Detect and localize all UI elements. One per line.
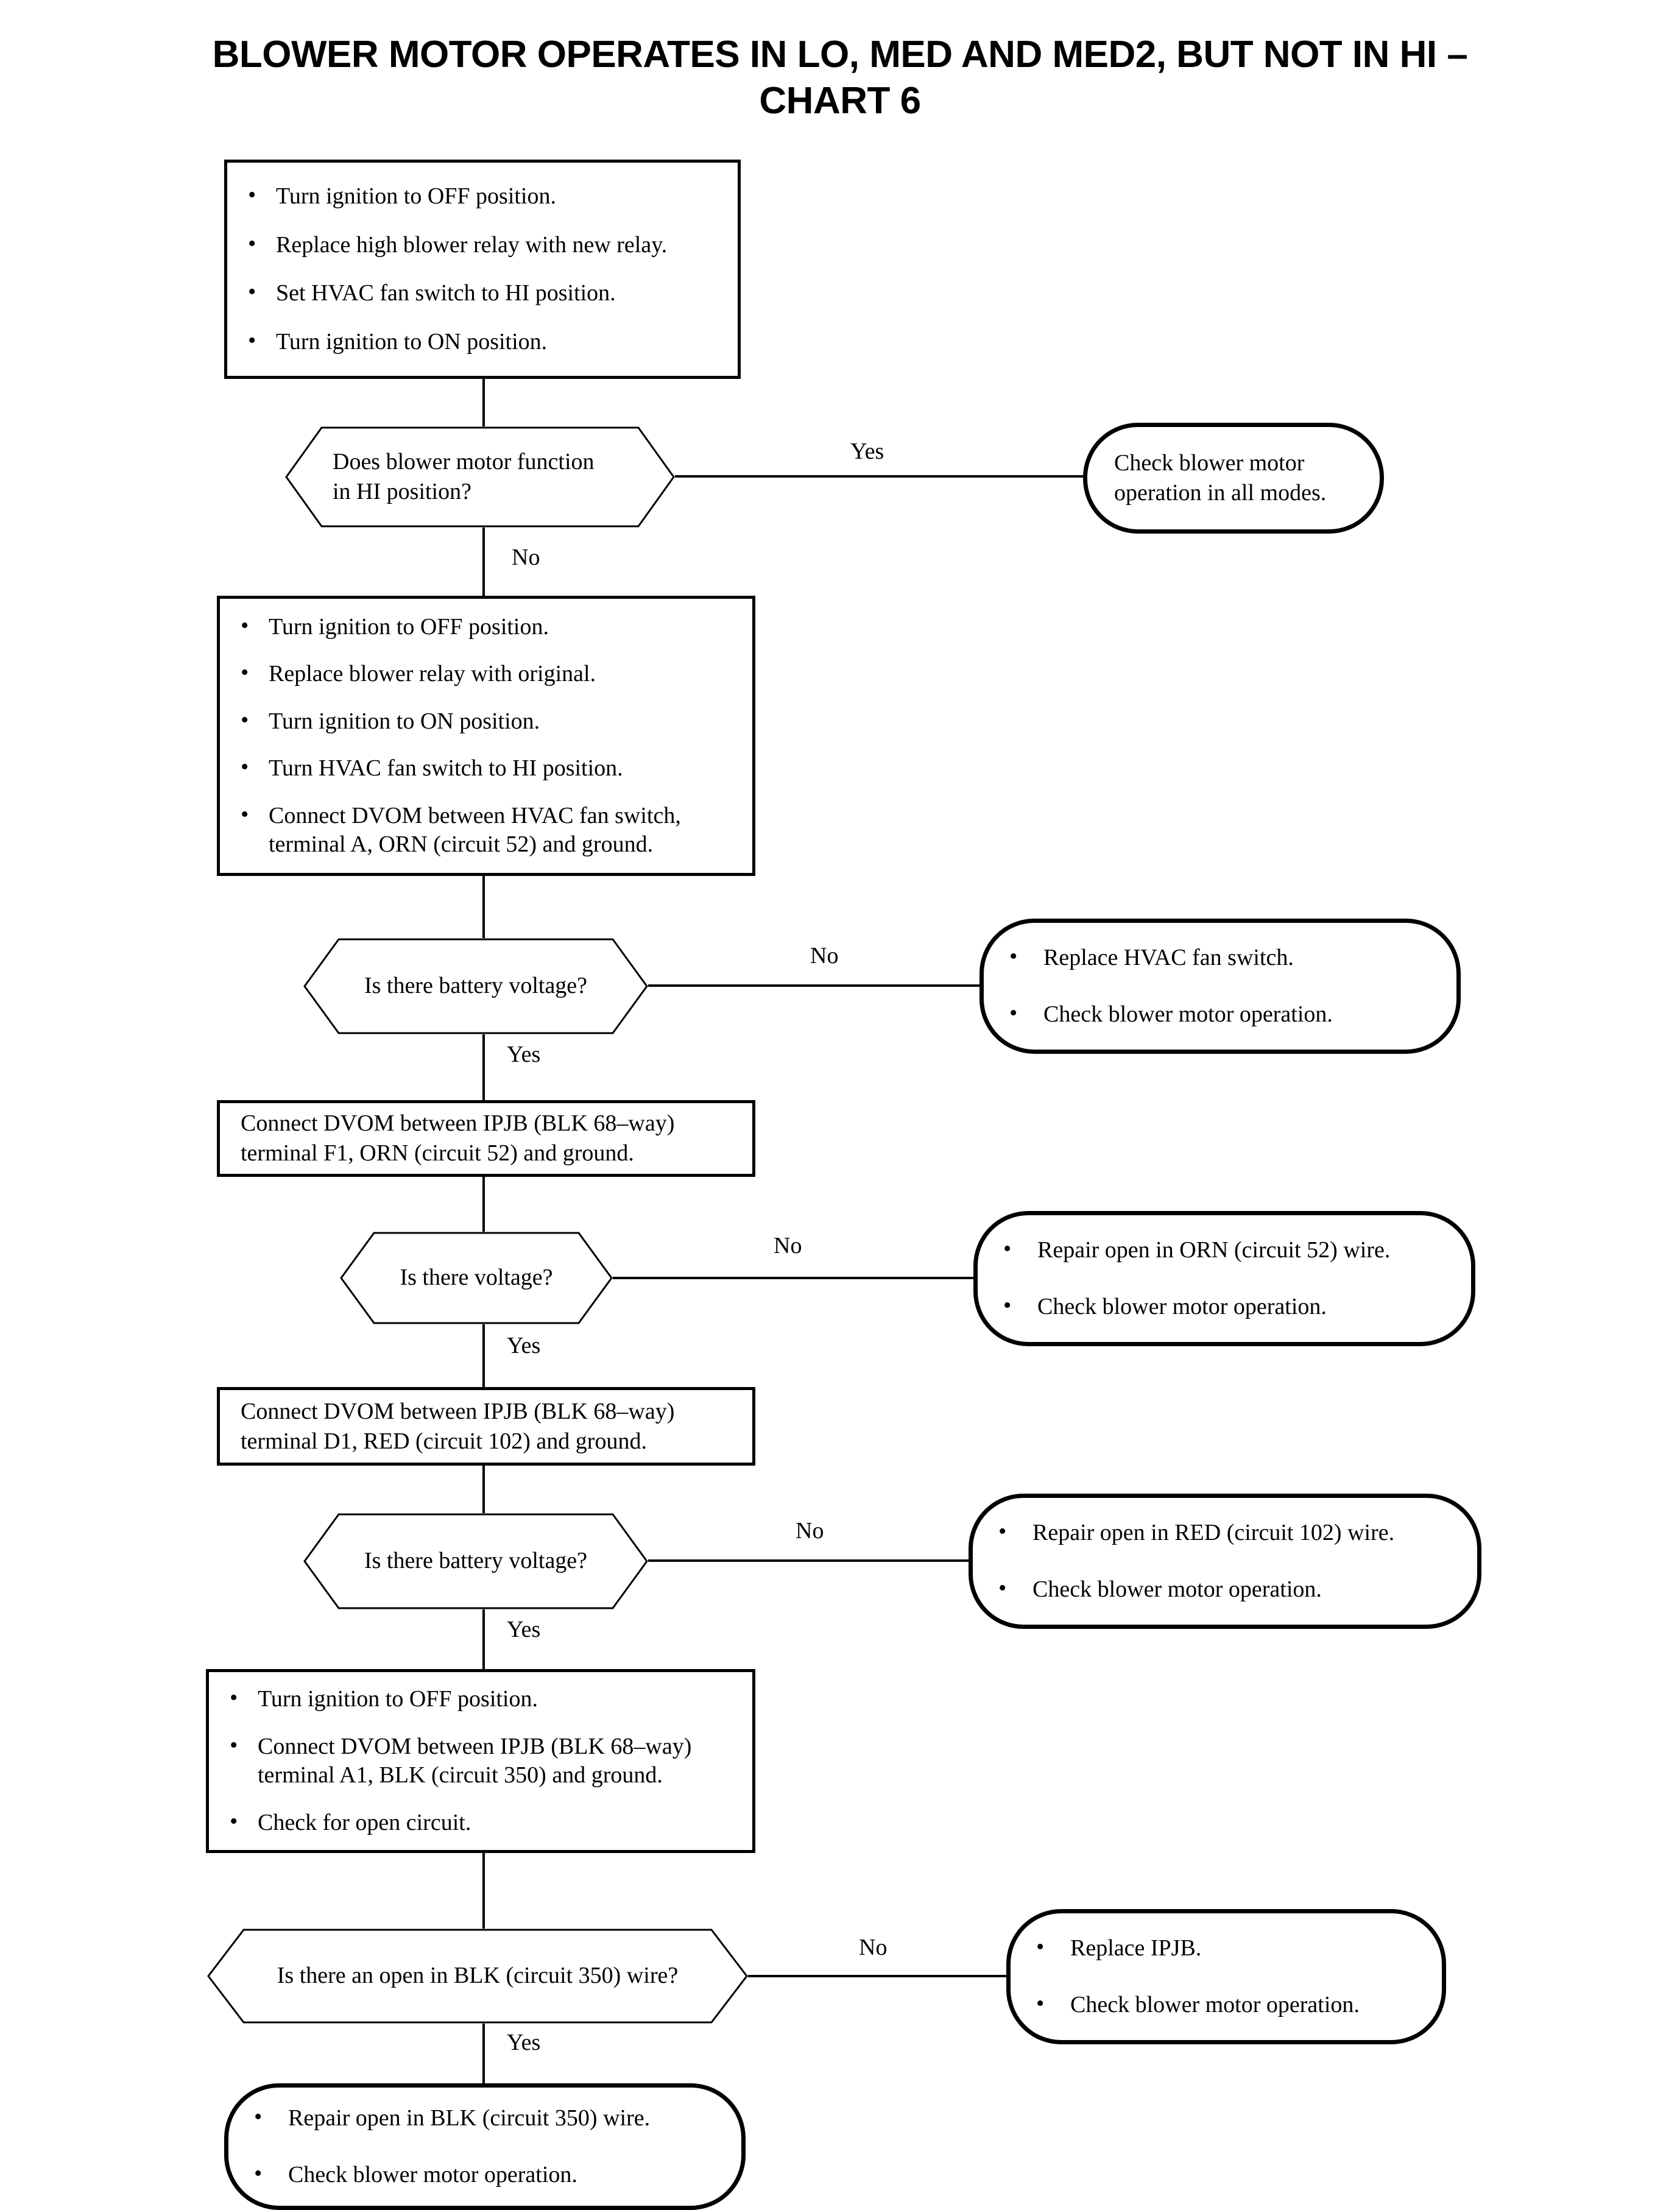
step-box-5[interactable]: Turn ignition to OFF position. Connect D… <box>206 1669 755 1853</box>
bullet-list: Replace IPJB. Check blower motor operati… <box>1031 1933 1421 2020</box>
decision-label: Is there voltage? <box>400 1265 553 1291</box>
step-text: Connect DVOM between IPJB (BLK 68–way) t… <box>241 1110 675 1166</box>
decision-box-4[interactable]: Is there battery voltage? <box>303 1513 648 1609</box>
list-item: Check blower motor operation. <box>998 1291 1450 1322</box>
list-item: Turn ignition to OFF position. <box>236 612 736 642</box>
edge-label-no-2: No <box>810 943 839 969</box>
list-item: Turn ignition to ON position. <box>236 706 736 736</box>
bullet-list: Repair open in RED (circuit 102) wire. C… <box>994 1517 1456 1605</box>
hexagon-shape <box>340 1232 613 1324</box>
list-item: Turn ignition to OFF position. <box>225 1684 736 1714</box>
result-text: Check blower motor operation in all mode… <box>1114 450 1327 506</box>
decision-box-2[interactable]: Is there battery voltage? <box>303 938 648 1034</box>
hexagon-shape <box>303 938 648 1034</box>
result-box-1[interactable]: Check blower motor operation in all mode… <box>1083 423 1384 534</box>
edge-label-yes-2: Yes <box>507 1042 541 1067</box>
bullet-list: Turn ignition to OFF position. Connect D… <box>225 1684 736 1838</box>
decision-box-3[interactable]: Is there voltage? <box>340 1232 613 1324</box>
list-item: Repair open in BLK (circuit 350) wire. <box>249 2103 721 2133</box>
decision-label: Is there battery voltage? <box>364 1548 588 1574</box>
list-item: Repair open in RED (circuit 102) wire. <box>994 1517 1456 1548</box>
edge-label-yes-3: Yes <box>507 1333 541 1358</box>
decision-label: Is there an open in BLK (circuit 350) wi… <box>277 1963 679 1989</box>
list-item: Replace high blower relay with new relay… <box>243 230 722 260</box>
list-item: Turn ignition to OFF position. <box>243 181 722 211</box>
hexagon-shape <box>285 426 675 528</box>
decision-label: Is there battery voltage? <box>364 973 588 999</box>
edge-label-no-1: No <box>512 545 540 570</box>
edge-label-yes-4: Yes <box>507 1617 541 1642</box>
step-box-3[interactable]: Connect DVOM between IPJB (BLK 68–way) t… <box>217 1100 755 1177</box>
result-box-3[interactable]: Repair open in ORN (circuit 52) wire. Ch… <box>973 1211 1475 1346</box>
edge-label-no-4: No <box>796 1518 824 1544</box>
list-item: Check blower motor operation. <box>994 1574 1456 1605</box>
decision-label: Does blower motor function in HI positio… <box>333 448 595 504</box>
decision-box-5[interactable]: Is there an open in BLK (circuit 350) wi… <box>207 1929 748 2024</box>
result-box-2[interactable]: Replace HVAC fan switch. Check blower mo… <box>979 919 1461 1054</box>
list-item: Connect DVOM between IPJB (BLK 68–way) t… <box>225 1731 736 1790</box>
step-text: Connect DVOM between IPJB (BLK 68–way) t… <box>241 1398 675 1454</box>
step-box-1[interactable]: Turn ignition to OFF position. Replace h… <box>224 160 741 379</box>
list-item: Set HVAC fan switch to HI position. <box>243 278 722 308</box>
page-title: BLOWER MOTOR OPERATES IN LO, MED AND MED… <box>212 34 1468 122</box>
step-box-4[interactable]: Connect DVOM between IPJB (BLK 68–way) t… <box>217 1387 755 1466</box>
result-box-4[interactable]: Repair open in RED (circuit 102) wire. C… <box>969 1494 1481 1629</box>
bullet-list: Repair open in BLK (circuit 350) wire. C… <box>249 2103 721 2190</box>
bullet-list: Repair open in ORN (circuit 52) wire. Ch… <box>998 1235 1450 1322</box>
list-item: Replace HVAC fan switch. <box>1004 942 1436 973</box>
bullet-list: Turn ignition to OFF position. Replace h… <box>243 181 722 357</box>
bullet-list: Turn ignition to OFF position. Replace b… <box>236 612 736 860</box>
list-item: Check blower motor operation. <box>1031 1989 1421 2020</box>
list-item: Check blower motor operation. <box>1004 999 1436 1029</box>
edge-label-no-3: No <box>774 1233 802 1259</box>
list-item: Turn HVAC fan switch to HI position. <box>236 753 736 783</box>
decision-box-1[interactable]: Does blower motor function in HI positio… <box>285 426 675 528</box>
list-item: Check blower motor operation. <box>249 2159 721 2190</box>
list-item: Repair open in ORN (circuit 52) wire. <box>998 1235 1450 1265</box>
hexagon-shape <box>207 1929 748 2024</box>
edge-label-yes-1: Yes <box>850 439 884 464</box>
list-item: Replace IPJB. <box>1031 1933 1421 1963</box>
result-box-5[interactable]: Replace IPJB. Check blower motor operati… <box>1006 1909 1446 2044</box>
list-item: Connect DVOM between HVAC fan switch, te… <box>236 800 736 860</box>
list-item: Turn ignition to ON position. <box>243 327 722 357</box>
step-box-2[interactable]: Turn ignition to OFF position. Replace b… <box>217 596 755 876</box>
hexagon-shape <box>303 1513 648 1609</box>
result-box-6[interactable]: Repair open in BLK (circuit 350) wire. C… <box>224 2083 746 2210</box>
edge-label-yes-5: Yes <box>507 2030 541 2055</box>
list-item: Check for open circuit. <box>225 1807 736 1838</box>
list-item: Replace blower relay with original. <box>236 658 736 689</box>
edge-label-no-5: No <box>859 1935 888 1960</box>
bullet-list: Replace HVAC fan switch. Check blower mo… <box>1004 942 1436 1029</box>
